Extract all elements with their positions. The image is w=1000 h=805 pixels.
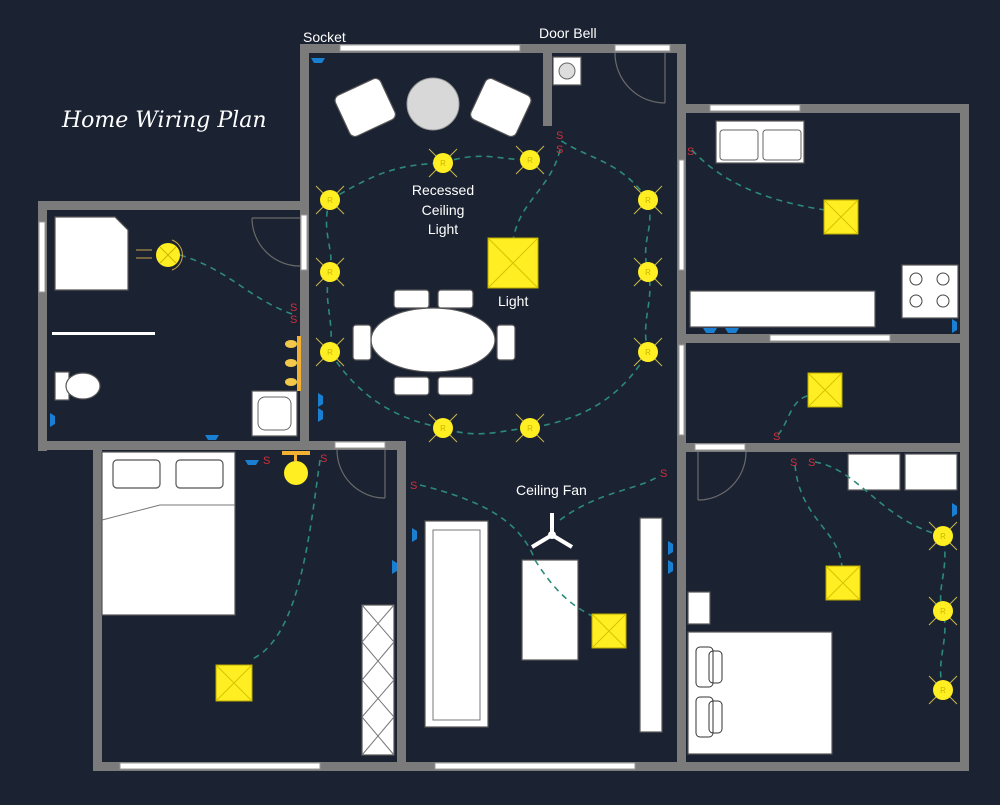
socket-outlet [725, 328, 739, 333]
switch-symbol: S [263, 455, 270, 467]
ceiling-fan [530, 513, 574, 549]
recessed-light: R [428, 413, 458, 443]
wardrobe-left [847, 453, 901, 491]
recessed-label-1: Recessed [412, 182, 474, 198]
recessed-mark: R [645, 268, 651, 277]
windows [38, 44, 891, 770]
ceiling-fan-label: Ceiling Fan [516, 482, 587, 498]
socket-outlet [412, 528, 417, 542]
plan-title: Home Wiring Plan [61, 108, 267, 133]
recessed-light: R [633, 257, 663, 287]
door-bell-label: Door Bell [539, 25, 597, 41]
kitchen-counter [689, 290, 876, 328]
recessed-label-3: Light [428, 221, 458, 237]
wiring [179, 139, 946, 691]
recessed-mark: R [940, 607, 946, 616]
shelf [361, 604, 395, 756]
recessed-mark: R [527, 156, 533, 165]
recessed-mark: R [327, 348, 333, 357]
ceiling-light [487, 237, 539, 289]
ceiling-light [823, 199, 859, 235]
socket-outlet [703, 328, 717, 333]
switch-symbol: S [790, 457, 797, 469]
coffee-table [521, 559, 579, 661]
recessed-label-2: Ceiling [422, 202, 465, 218]
recessed-mark: R [645, 196, 651, 205]
socket-outlet [952, 503, 957, 517]
sink [251, 390, 298, 437]
socket-outlet [392, 560, 397, 574]
light-label: Light [498, 293, 528, 309]
recessed-mark: R [327, 196, 333, 205]
switch-symbol: S [808, 457, 815, 469]
recessed-light: R [315, 337, 345, 367]
switch-symbol: S [687, 146, 694, 158]
recessed-mark: R [327, 268, 333, 277]
sockets [50, 58, 957, 574]
recessed-mark: R [940, 532, 946, 541]
furniture [52, 56, 959, 756]
switch-symbol: S [290, 302, 297, 314]
armchair-right [469, 77, 532, 138]
recessed-light: R [315, 185, 345, 215]
recessed-light: R [633, 337, 663, 367]
bathroom-light [136, 239, 183, 271]
vanity-lights [285, 336, 301, 391]
socket-outlet [318, 408, 323, 422]
switch-symbol: S [660, 468, 667, 480]
socket-outlet [318, 393, 323, 407]
recessed-mark: R [440, 424, 446, 433]
switch-symbol: S [556, 130, 563, 142]
socket-outlet [205, 435, 219, 440]
shower [54, 216, 129, 291]
socket-outlet [245, 460, 259, 465]
wall-light-bedroom [282, 451, 310, 485]
ceiling-light [215, 664, 253, 702]
ceiling-light [591, 613, 627, 649]
recessed-mark: R [440, 159, 446, 168]
sofa [424, 520, 489, 728]
kitchen-sink [715, 120, 805, 164]
recessed-mark: R [645, 348, 651, 357]
nightstand [687, 591, 711, 625]
switch-symbol: S [773, 431, 780, 443]
armchair-left [334, 77, 397, 138]
tv-stand [639, 517, 663, 733]
socket-outlet [668, 560, 673, 574]
switch-symbol: S [290, 314, 297, 326]
recessed-light: R [928, 521, 958, 551]
ceiling-lights [215, 199, 861, 702]
dining-table [370, 307, 496, 373]
recessed-light: R [928, 596, 958, 626]
recessed-light: R [428, 148, 458, 178]
socket-outlet [668, 541, 673, 555]
socket-label: Socket [303, 29, 346, 45]
recessed-mark: R [940, 686, 946, 695]
recessed-mark: R [527, 424, 533, 433]
switch-symbol: S [320, 453, 327, 465]
socket-outlet [50, 413, 55, 427]
switch-symbol: S [556, 144, 563, 156]
recessed-light: R [928, 675, 958, 705]
round-table [406, 77, 460, 131]
socket-outlet [311, 58, 325, 63]
recessed-light: R [315, 257, 345, 287]
recessed-lights: R R R R R R R R R R R R R [315, 145, 958, 705]
recessed-light: R [633, 185, 663, 215]
doors [251, 52, 747, 501]
recessed-light: R [515, 145, 545, 175]
ceiling-light [825, 565, 861, 601]
switch-symbol: S [410, 480, 417, 492]
recessed-light: R [515, 413, 545, 443]
ceiling-light [807, 372, 843, 408]
wardrobe-right [904, 453, 958, 491]
stove [901, 264, 959, 319]
bed-right [687, 631, 833, 755]
socket-outlet [952, 319, 957, 333]
